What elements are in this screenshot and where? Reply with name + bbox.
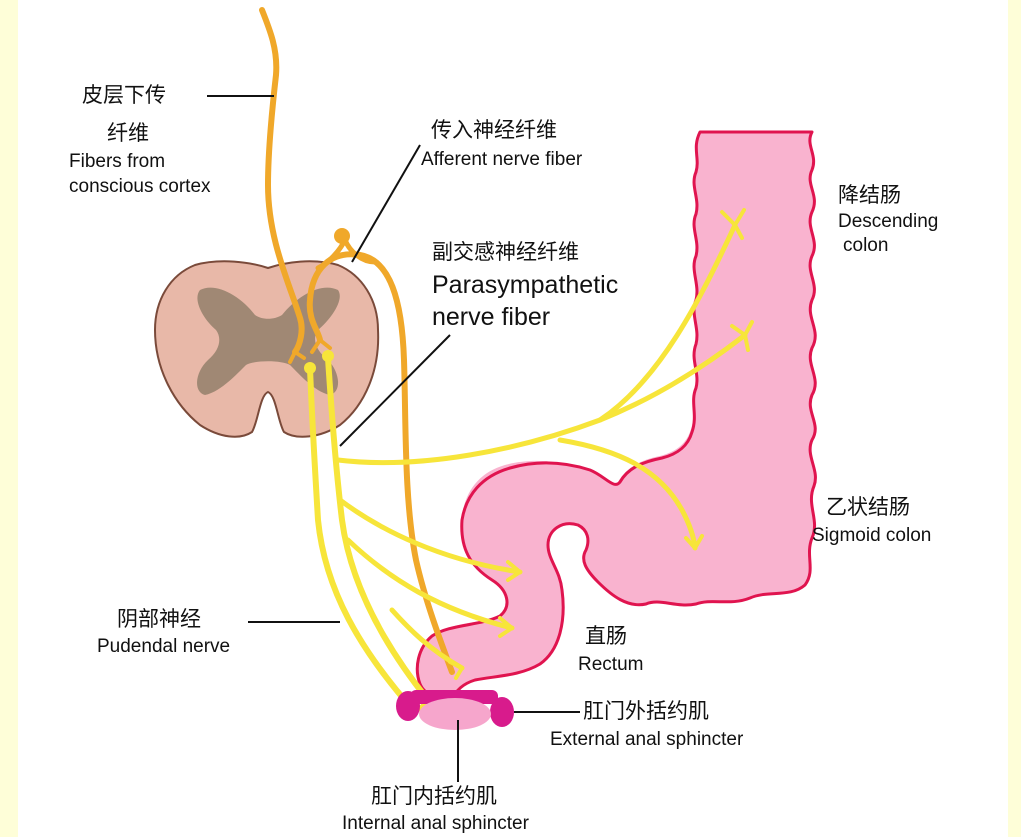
parasympathetic-label-en-1: Parasympathetic [432,271,618,300]
descending-colon-label-en-1: Descending [838,211,938,233]
internal-sphincter-label-zh: 肛门内括约肌 [371,784,497,808]
cortex-fibers-label-en-2: conscious cortex [69,176,211,198]
parasympathetic-nerve-origin [322,350,334,362]
external-sphincter-label-zh: 肛门外括约肌 [583,699,709,723]
descending-colon-label-zh: 降结肠 [838,183,901,207]
descending-colon-label-en-2: colon [843,235,888,257]
external-sphincter-left [396,691,420,721]
external-sphincter-label-en: External anal sphincter [550,729,743,751]
afferent-label-en: Afferent nerve fiber [421,149,582,171]
rectum-label-zh: 直肠 [585,624,627,648]
pudendal-label-zh: 阴部神经 [117,607,201,631]
cortex-fibers-label-zh-2: 纤维 [107,121,149,145]
rectum-label-en: Rectum [578,654,643,676]
external-sphincter-right [490,697,514,727]
sigmoid-colon-label-zh: 乙状结肠 [826,495,910,519]
parasympathetic-label-en-2: nerve fiber [432,303,550,332]
parasympathetic-label-zh: 副交感神经纤维 [432,240,579,264]
cortex-fibers-label-zh-1: 皮层下传 [82,83,166,107]
dorsal-root-ganglion [334,228,350,244]
pudendal-nerve-origin [304,362,316,374]
pudendal-label-en: Pudendal nerve [97,636,230,658]
internal-sphincter [419,698,491,730]
colon-outline [417,132,815,700]
internal-sphincter-label-en: Internal anal sphincter [342,813,529,835]
sigmoid-colon-label-en: Sigmoid colon [812,525,931,547]
cortex-fibers-label-en-1: Fibers from [69,151,165,173]
afferent-label-zh: 传入神经纤维 [431,118,557,142]
leader-afferent [352,145,420,262]
